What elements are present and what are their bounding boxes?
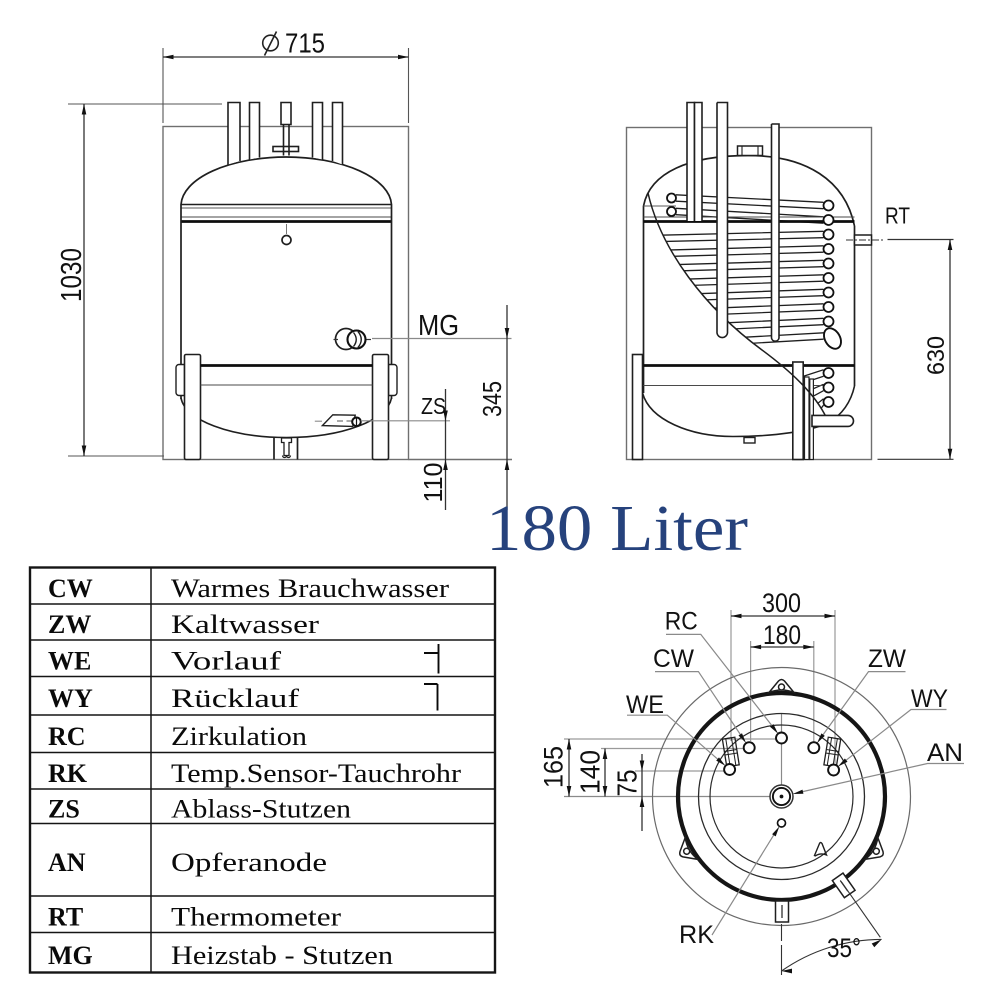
- svg-text:35°: 35°: [827, 933, 861, 963]
- svg-text:Rücklauf: Rücklauf: [171, 684, 299, 713]
- svg-text:RT: RT: [885, 203, 910, 229]
- svg-text:RK: RK: [679, 921, 714, 949]
- svg-text:Warmes Brauchwasser: Warmes Brauchwasser: [171, 574, 449, 603]
- svg-text:165: 165: [539, 746, 569, 788]
- svg-text:75: 75: [612, 770, 643, 797]
- svg-text:WY: WY: [911, 685, 948, 713]
- svg-text:Zirkulation: Zirkulation: [171, 722, 307, 751]
- svg-text:Vorlauf: Vorlauf: [171, 647, 281, 676]
- svg-text:345: 345: [477, 381, 507, 417]
- svg-text:MG: MG: [418, 310, 459, 342]
- svg-text:715: 715: [285, 28, 325, 59]
- svg-text:WE: WE: [626, 691, 664, 719]
- svg-text:ZW: ZW: [868, 645, 906, 673]
- svg-text:CW: CW: [48, 574, 93, 603]
- svg-text:180 Liter: 180 Liter: [486, 492, 748, 565]
- svg-text:ZW: ZW: [48, 610, 91, 639]
- svg-text:ZS: ZS: [421, 393, 446, 419]
- svg-text:WE: WE: [48, 647, 91, 676]
- svg-text:ZS: ZS: [48, 795, 80, 824]
- svg-text:RK: RK: [48, 759, 88, 788]
- svg-text:300: 300: [762, 588, 801, 618]
- svg-text:630: 630: [923, 336, 950, 375]
- svg-text:180: 180: [763, 620, 801, 650]
- svg-text:Heizstab - Stutzen: Heizstab - Stutzen: [171, 941, 393, 970]
- svg-text:140: 140: [575, 750, 606, 794]
- svg-text:Kaltwasser: Kaltwasser: [171, 610, 319, 639]
- svg-text:RT: RT: [48, 903, 83, 932]
- svg-text:Opferanode: Opferanode: [171, 848, 327, 877]
- svg-text:Temp.Sensor-Tauchrohr: Temp.Sensor-Tauchrohr: [171, 759, 461, 788]
- svg-text:AN: AN: [48, 848, 86, 877]
- svg-text:RC: RC: [665, 608, 698, 636]
- svg-text:AN: AN: [927, 739, 963, 767]
- svg-text:MG: MG: [48, 941, 93, 970]
- svg-text:RC: RC: [48, 722, 86, 751]
- svg-text:WY: WY: [48, 684, 93, 713]
- svg-text:Thermometer: Thermometer: [171, 903, 341, 932]
- svg-text:CW: CW: [653, 645, 694, 673]
- svg-text:110: 110: [418, 463, 448, 503]
- svg-text:1030: 1030: [56, 248, 88, 302]
- svg-text:Ablass-Stutzen: Ablass-Stutzen: [171, 795, 351, 824]
